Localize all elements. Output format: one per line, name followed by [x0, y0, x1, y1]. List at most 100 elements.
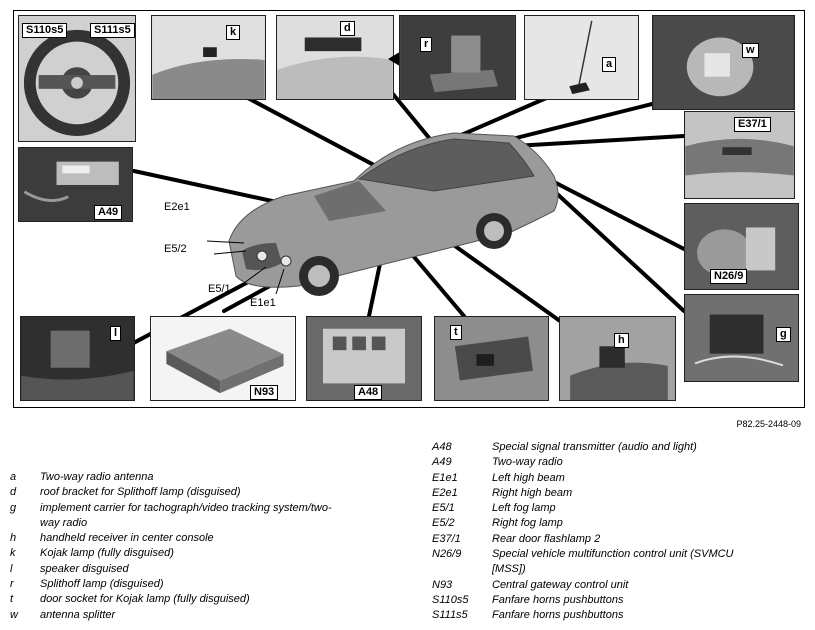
- legend-description: door socket for Kojak lamp (fully disgui…: [40, 593, 250, 606]
- legend-description: Right high beam: [492, 486, 573, 499]
- legend-row: A48 Special signal transmitter (audio and…: [432, 440, 797, 455]
- legend-description: implement carrier for tachograph/video t…: [40, 501, 332, 514]
- label-l: l: [110, 326, 122, 341]
- legend-row: E37/1 Rear door flashlamp 2: [432, 532, 797, 547]
- legend-description: speaker disguised: [40, 562, 129, 575]
- legend-right: A48 Special signal transmitter (audio and…: [432, 440, 797, 624]
- legend-code: r: [10, 578, 14, 591]
- legend-row: [MSS]): [432, 562, 797, 577]
- legend-code: l: [10, 562, 13, 575]
- legend-row: A49 Two-way radio: [432, 455, 797, 470]
- legend-description: Rear door flashlamp 2: [492, 532, 601, 545]
- legend-description: Left high beam: [492, 471, 565, 484]
- legend-code: h: [10, 532, 17, 545]
- photo-handheld-receiver: [559, 316, 676, 401]
- label-d: d: [340, 21, 355, 36]
- legend-description: Right fog lamp: [492, 517, 563, 530]
- photo-antenna-splitter: [652, 15, 795, 110]
- legend-row: E5/1 Left fog lamp: [432, 501, 797, 516]
- legend-code: w: [10, 608, 18, 621]
- label-w: w: [742, 43, 759, 58]
- legend-code: S110s5: [432, 593, 469, 606]
- legend-left: a Two-way radio antenna d roof bracket for …: [10, 470, 375, 623]
- legend-description: antenna splitter: [40, 608, 116, 621]
- leader-e37: [512, 134, 686, 148]
- legend-description: Fanfare horns pushbuttons: [492, 593, 624, 606]
- kojak-lamp-drawing: [152, 16, 265, 99]
- legend-code: t: [10, 593, 14, 606]
- reference-number: P82.25-2448-09: [736, 419, 801, 429]
- label-t: t: [450, 325, 462, 340]
- legend-code: d: [10, 486, 17, 499]
- antenna-drawing: [525, 16, 638, 99]
- legend-code: A49: [432, 456, 452, 469]
- legend-description: Fanfare horns pushbuttons: [492, 609, 624, 622]
- car-label-e5-1: E5/1: [208, 283, 231, 295]
- legend-description: way radio: [40, 516, 88, 529]
- legend-code: E2e1: [432, 486, 458, 499]
- label-a: a: [602, 57, 617, 72]
- splithoff-lamp-drawing: [400, 16, 515, 99]
- antenna-splitter-drawing: [653, 16, 794, 109]
- photo-rear-flashlamp: [684, 111, 795, 199]
- legend-row: S110s5 Fanfare horns pushbuttons: [432, 593, 797, 608]
- roof-bracket-drawing: [277, 16, 393, 99]
- label-k: k: [226, 25, 241, 40]
- legend-code: S111s5: [432, 609, 468, 622]
- leader-t: [407, 249, 466, 318]
- legend-code: [10, 516, 40, 531]
- legend-row: a Two-way radio antenna: [10, 470, 375, 485]
- legend-code: k: [10, 547, 16, 560]
- label-a48: A48: [354, 385, 383, 400]
- legend-row: w antenna splitter: [10, 608, 375, 623]
- legend-description: Two-way radio: [492, 456, 563, 469]
- label-h: h: [614, 333, 629, 348]
- legend-description: [MSS]): [492, 563, 526, 576]
- label-n26-9: N26/9: [710, 269, 748, 284]
- legend-row: d roof bracket for Splithoff lamp (disgui…: [10, 485, 375, 500]
- legend-description: Central gateway control unit: [492, 578, 629, 591]
- car-label-e5-2: E5/2: [164, 243, 187, 255]
- legend-description: Left fog lamp: [492, 502, 556, 515]
- legend-row: k Kojak lamp (fully disguised): [10, 546, 375, 561]
- legend-description: Special vehicle multifunction control un…: [492, 548, 734, 561]
- label-g: g: [776, 327, 791, 342]
- legend-description: Kojak lamp (fully disguised): [40, 547, 174, 560]
- label-r: r: [420, 37, 433, 52]
- legend-code: E5/1: [432, 502, 455, 515]
- handheld-receiver-drawing: [560, 317, 675, 400]
- label-e37-1: E37/1: [734, 117, 771, 132]
- legend-code: E37/1: [432, 532, 461, 545]
- legend-row: N26/9 Special vehicle multifunction contr…: [432, 547, 797, 562]
- legend-row: E5/2 Right fog lamp: [432, 516, 797, 531]
- photo-roof-bracket: [276, 15, 394, 100]
- leader-w: [502, 99, 666, 143]
- leader-h: [432, 229, 576, 333]
- steering-wheel-drawing: [19, 16, 135, 141]
- legend-row: l speaker disguised: [10, 562, 375, 577]
- legend-description: Special signal transmitter (audio and li…: [492, 441, 697, 453]
- photo-splithoff-lamp: [399, 15, 516, 100]
- photo-antenna: [524, 15, 639, 100]
- legend-code: a: [10, 471, 17, 483]
- legend-code: A48: [432, 441, 452, 453]
- legend-description: roof bracket for Splithoff lamp (disguis…: [40, 486, 241, 499]
- legend-code: g: [10, 501, 17, 514]
- label-n93: N93: [250, 385, 279, 400]
- legend-description: Splithoff lamp (disguised): [40, 578, 164, 591]
- legend-row: g implement carrier for tachograph/video …: [10, 501, 375, 516]
- legend-code: E5/2: [432, 517, 455, 530]
- legend-row: t door socket for Kojak lamp (fully disgu…: [10, 592, 375, 607]
- legend-row: way radio: [10, 516, 375, 531]
- component-location-figure: S110s5 S111s5 k d r: [13, 10, 805, 408]
- car-illustration: [228, 132, 559, 296]
- legend-code: N93: [432, 578, 453, 591]
- legend-code: N26/9: [432, 548, 462, 561]
- label-s110s5: S110s5: [22, 23, 68, 38]
- label-s111s5: S111s5: [90, 23, 135, 38]
- legend-description: Two-way radio antenna: [40, 471, 154, 483]
- photo-kojak-lamp: [151, 15, 266, 100]
- legend-row: r Splithoff lamp (disguised): [10, 577, 375, 592]
